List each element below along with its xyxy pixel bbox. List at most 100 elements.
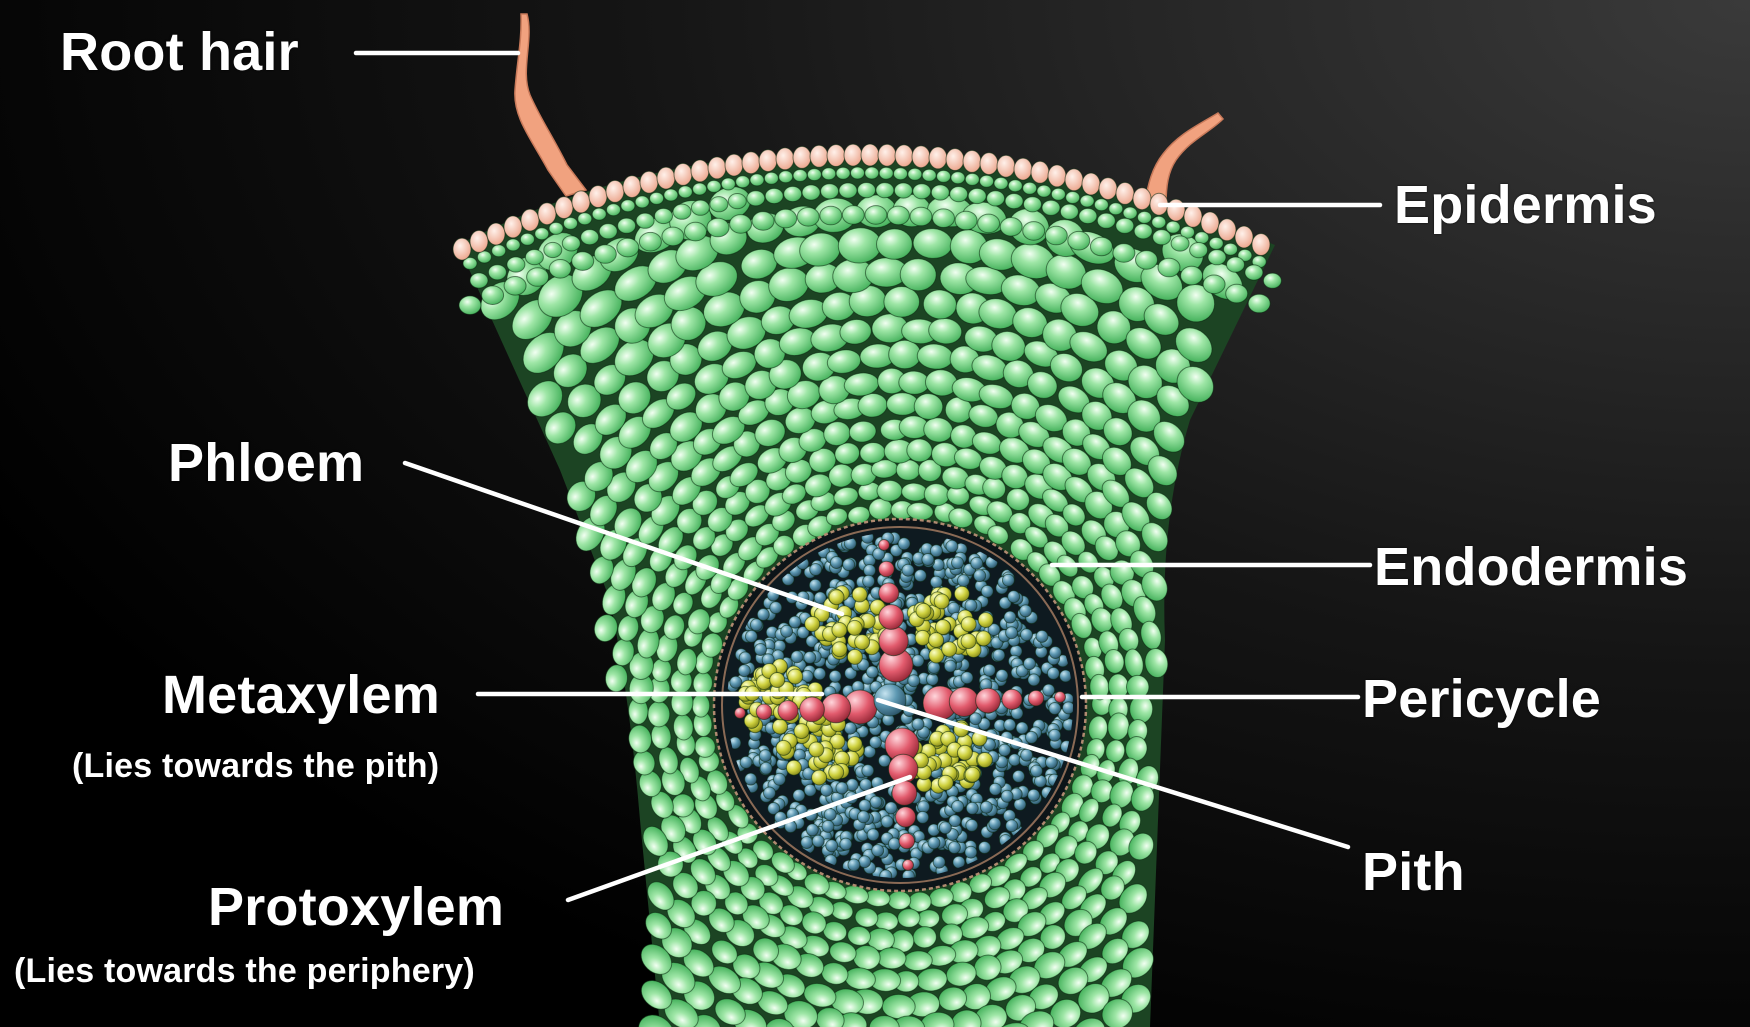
pith-cell [983, 664, 995, 676]
xylem-cell [976, 688, 1001, 713]
cortex-cell [752, 212, 774, 231]
pith-cell [981, 585, 993, 597]
cortex-cell [897, 908, 920, 927]
epidermis-cell [606, 180, 624, 202]
phloem-cell [829, 590, 844, 605]
pith-cell [948, 842, 960, 854]
epidermis-cell [1218, 219, 1236, 241]
cortex-cell [842, 206, 864, 225]
xylem-cell [800, 697, 825, 722]
protoxylem-label: Protoxylem [208, 877, 504, 937]
pith-cell [1031, 765, 1043, 777]
cortex-cell [1136, 251, 1158, 270]
pith-cell [952, 801, 964, 813]
cortex-cell [492, 245, 506, 257]
epidermis-cell [487, 223, 505, 245]
epidermis-cell [1116, 182, 1134, 204]
xylem-cell [778, 701, 798, 721]
cortex-cell [1116, 218, 1134, 233]
pith-cell [1001, 790, 1013, 802]
pith-cell [922, 554, 934, 566]
cortex-cell [851, 167, 865, 179]
phloem-cell [832, 623, 847, 638]
cortex-cell [1208, 250, 1226, 265]
epidermis-cell [946, 149, 964, 171]
phloem-cell [847, 649, 862, 664]
pith-cell [917, 811, 929, 823]
cortex-cell [802, 185, 820, 200]
phloem-cell [847, 737, 862, 752]
cortex-cell [1023, 182, 1037, 194]
cortex-cell [736, 176, 750, 188]
xylem-cell [879, 540, 890, 551]
phloem-cell [978, 613, 993, 628]
cortex-cell [710, 197, 728, 212]
phloem-cell [855, 635, 870, 650]
pith-cell [979, 842, 991, 854]
cortex-cell [728, 194, 746, 209]
cortex-cell [876, 183, 894, 198]
pith-cell [914, 570, 926, 582]
epidermis-cell [1065, 169, 1083, 191]
phloem-label: Phloem [168, 433, 364, 493]
cortex-cell [987, 191, 1005, 206]
cortex-cell [836, 167, 850, 179]
pith-cell [858, 811, 870, 823]
pith-cell [740, 756, 752, 768]
cortex-cell [908, 168, 922, 180]
epidermis-cell [844, 144, 862, 166]
pith-cell [996, 670, 1008, 682]
pith-cell [806, 824, 818, 836]
epidermis-cell [1014, 158, 1032, 180]
cortex-cell [820, 206, 842, 225]
cortex-cell [1097, 213, 1115, 228]
epidermis-cell [691, 160, 709, 182]
cortex-cell [950, 187, 968, 202]
metaxylem-note: (Lies towards the pith) [72, 746, 439, 786]
pith-cell [870, 796, 882, 808]
pith-cell [843, 559, 855, 571]
epidermis-cell [1099, 178, 1117, 200]
cortex-cell [1158, 258, 1180, 277]
cortex-cell [1209, 237, 1223, 249]
pith-cell [1008, 591, 1020, 603]
pith-cell [863, 575, 875, 587]
pith-cell [810, 564, 822, 576]
epidermis-cell [1252, 234, 1270, 256]
epidermis-cell [980, 153, 998, 175]
cortex-cell [655, 208, 673, 223]
xylem-cell [756, 704, 772, 720]
epidermis-cell [895, 145, 913, 167]
cortex-cell [592, 208, 606, 220]
epidermis-cell [589, 186, 607, 208]
cortex-cell [1138, 211, 1152, 223]
pith-cell [812, 835, 824, 847]
xylem-cell [896, 807, 916, 827]
pith-cell [1016, 722, 1028, 734]
pith-cell [989, 783, 1001, 795]
epidermis-cell [1235, 226, 1253, 248]
pith-cell [860, 779, 872, 791]
pith-cell [961, 672, 973, 684]
pith-cell [1021, 629, 1033, 641]
cortex-cell [647, 701, 670, 727]
pith-cell [730, 676, 742, 688]
cortex-cell [797, 208, 819, 227]
pith-cell [804, 652, 816, 664]
phloem-cell [916, 603, 931, 618]
cortex-cell [685, 222, 707, 241]
cortex-cell [1190, 243, 1208, 258]
epidermis-cell [555, 197, 573, 219]
pith-cell [1045, 756, 1057, 768]
cortex-cell [650, 192, 664, 204]
cortex-cell [888, 891, 911, 909]
endodermis-label: Endodermis [1374, 537, 1688, 597]
pith-cell [1006, 627, 1018, 639]
pith-label: Pith [1362, 842, 1465, 902]
cortex-cell [1113, 244, 1135, 263]
cortex-cell [678, 186, 692, 198]
pith-cell [966, 819, 978, 831]
cortex-cell [1045, 226, 1067, 245]
cortex-cell [635, 196, 649, 208]
